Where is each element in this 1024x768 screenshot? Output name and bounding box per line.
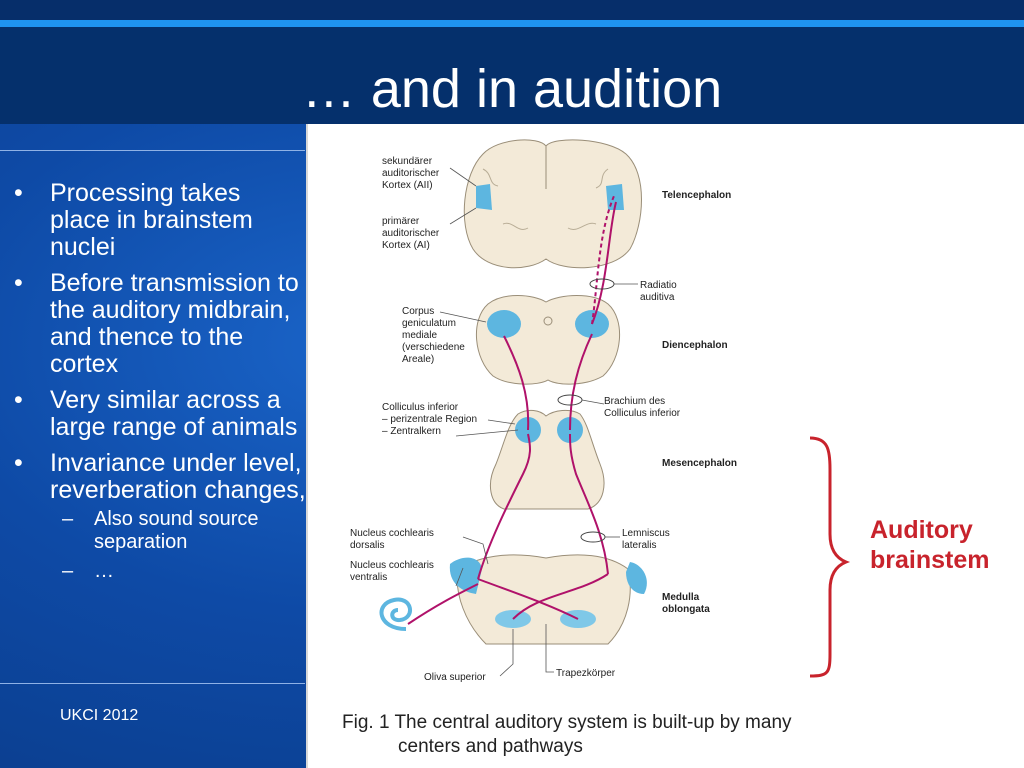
mgn-left: [487, 310, 521, 338]
label-colliculus-inferior: Colliculus inferior: [382, 402, 459, 413]
top-bar: [0, 0, 1024, 20]
bullet-marker: •: [14, 386, 23, 414]
figure-caption: Fig. 1 The central auditory system is bu…: [342, 712, 792, 733]
label-nucleus-ventralis: Nucleus cochlearis: [350, 560, 434, 571]
bullet-list: • Processing takes place in brainstem nu…: [14, 180, 306, 589]
label-primary-cortex: auditorischer: [382, 228, 440, 239]
bullet-item: • Invariance under level, reverberation …: [14, 450, 306, 504]
auditory-cortex-left: [476, 184, 492, 210]
bullet-marker: •: [14, 449, 23, 477]
label-corpus-geniculatum: Corpus: [402, 306, 434, 317]
label-secondary-cortex: sekundärer: [382, 156, 433, 167]
accent-stripe: [0, 20, 1024, 27]
annotation-auditory: Auditory: [870, 516, 973, 544]
sub-bullet-item: – …: [62, 560, 306, 583]
title-band: [0, 27, 1024, 124]
bullet-text: Processing takes place in brainstem nucl…: [50, 179, 253, 261]
divider-bottom: [0, 683, 305, 684]
cortex-section: [463, 139, 642, 269]
label-nucleus-ventralis: ventralis: [350, 572, 387, 583]
label-radiatio-auditiva: Radiatio: [640, 280, 677, 291]
label-brachium: Brachium des: [604, 396, 665, 407]
cochlear-nucleus-left: [449, 557, 482, 594]
slide-title: … and in audition: [301, 59, 723, 119]
label-primary-cortex: Kortex (AI): [382, 240, 430, 251]
label-primary-cortex: primärer: [382, 216, 420, 227]
cochlear-nucleus-right: [626, 562, 647, 594]
label-mesencephalon: Mesencephalon: [662, 458, 737, 469]
label-brachium: Colliculus inferior: [604, 408, 681, 419]
label-nucleus-dorsalis: Nucleus cochlearis: [350, 528, 434, 539]
label-corpus-geniculatum: mediale: [402, 330, 437, 341]
bullet-marker: •: [14, 179, 23, 207]
label-corpus-geniculatum: geniculatum: [402, 318, 456, 329]
sub-bullet-text: Also sound source separation: [94, 508, 259, 553]
label-zentralkern: – Zentralkern: [382, 426, 441, 437]
bullet-item: • Very similar across a large range of a…: [14, 387, 306, 441]
label-lemniscus-lateralis: lateralis: [622, 540, 656, 551]
auditory-pathway-figure: sekundärer auditorischer Kortex (AII) pr…: [306, 124, 1024, 768]
label-secondary-cortex: Kortex (AII): [382, 180, 433, 191]
bullet-text: Very similar across a large range of ani…: [50, 386, 298, 441]
mesencephalon-section: [489, 409, 605, 510]
sub-bullet-text: …: [94, 560, 114, 582]
auditory-pathways: [407, 195, 617, 625]
label-medulla-oblongata: oblongata: [662, 604, 710, 615]
label-corpus-geniculatum: (verschiedene: [402, 342, 465, 353]
label-radiatio-auditiva: auditiva: [640, 292, 675, 303]
bullet-text: Before transmission to the auditory midb…: [50, 269, 299, 378]
figure-caption: centers and pathways: [398, 736, 583, 757]
sub-bullet-item: – Also sound source separation: [62, 508, 306, 554]
cochlea-spiral: [379, 597, 412, 631]
sub-bullet-marker: –: [62, 560, 74, 582]
label-perizentrale-region: – perizentrale Region: [382, 414, 477, 425]
label-medulla-oblongata: Medulla: [662, 592, 700, 603]
annotation-brainstem: brainstem: [870, 546, 989, 574]
bullet-marker: •: [14, 269, 23, 297]
label-secondary-cortex: auditorischer: [382, 168, 440, 179]
label-corpus-geniculatum: Areale): [402, 354, 434, 365]
bullet-text: Invariance under level, reverberation ch…: [50, 449, 306, 504]
auditory-pathway-diagram: sekundärer auditorischer Kortex (AII) pr…: [342, 139, 989, 757]
label-diencephalon: Diencephalon: [662, 340, 728, 351]
label-oliva-superior: Oliva superior: [424, 672, 486, 683]
label-trapezkoerper: Trapezkörper: [556, 668, 616, 679]
label-lemniscus-lateralis: Lemniscus: [622, 528, 670, 539]
label-telencephalon: Telencephalon: [662, 190, 731, 201]
brainstem-brace: [809, 436, 851, 678]
bullet-item: • Before transmission to the auditory mi…: [14, 270, 306, 378]
sub-bullet-marker: –: [62, 508, 74, 530]
label-nucleus-dorsalis: dorsalis: [350, 540, 384, 551]
bullet-item: • Processing takes place in brainstem nu…: [14, 180, 306, 261]
divider-top: [0, 150, 305, 151]
footer-text: UKCI 2012: [60, 707, 139, 724]
